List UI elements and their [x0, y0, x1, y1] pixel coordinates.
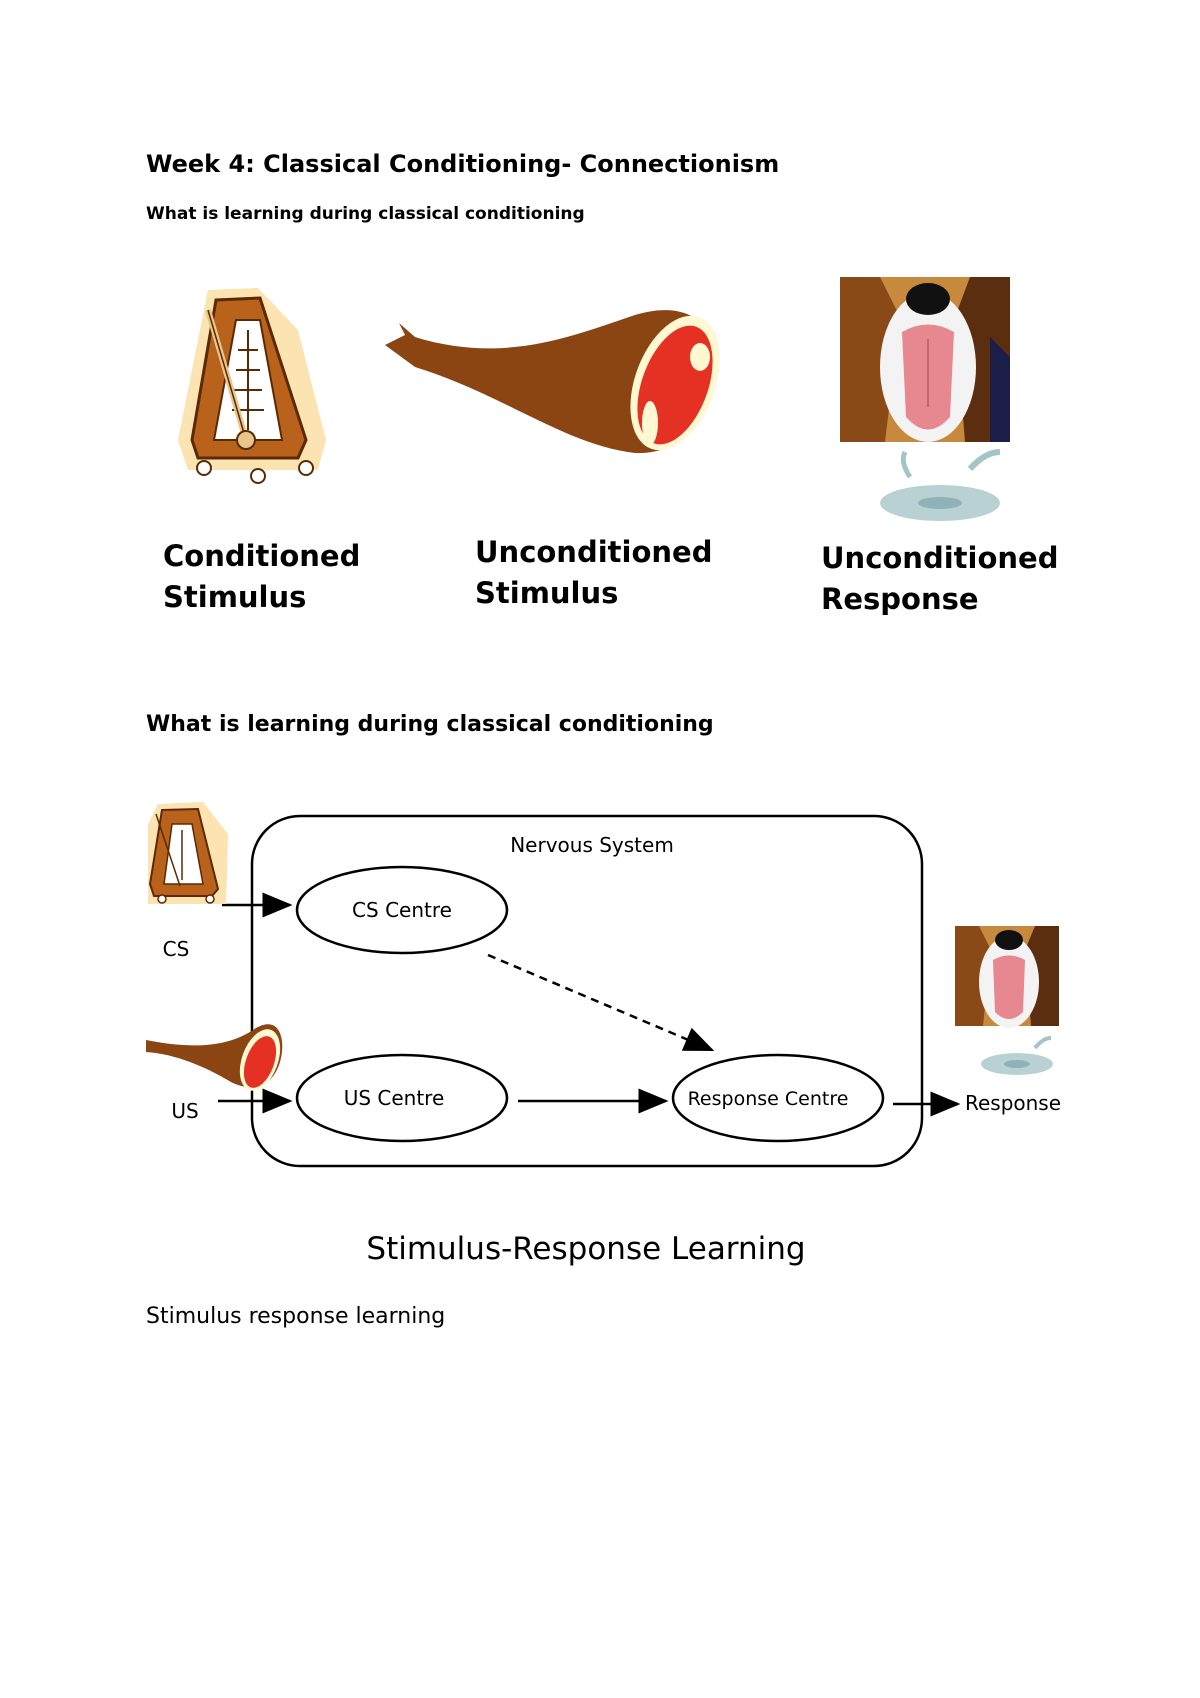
- cs-label-line1: Conditioned: [163, 539, 361, 573]
- response-centre: [671, 1053, 885, 1143]
- us-label-line1: Unconditioned: [475, 535, 713, 569]
- cs-centre-label: CS Centre: [352, 898, 452, 922]
- salivating-dog-icon-small: [955, 926, 1059, 1075]
- meat-icon: [385, 310, 720, 454]
- page-title: Week 4: Classical Conditioning- Connecti…: [146, 150, 780, 178]
- us-centre-label: US Centre: [344, 1086, 445, 1110]
- unconditioned-stimulus-label: Unconditioned Stimulus: [475, 532, 712, 614]
- stimulus-response-diagram: Nervous System CS Centre US Centre Respo…: [146, 802, 1061, 1267]
- us-label-line2: Stimulus: [475, 576, 619, 610]
- body-text: Stimulus response learning: [146, 1304, 446, 1329]
- unconditioned-response-label: Unconditioned Response: [821, 538, 1058, 620]
- metronome-icon-small: [148, 802, 228, 904]
- response-label: Response: [965, 1091, 1061, 1115]
- cs-label-line2: Stimulus: [163, 580, 307, 614]
- ur-label-line1: Unconditioned: [821, 541, 1059, 575]
- stimulus-illustrations: [178, 277, 1010, 521]
- us-centre: [295, 1053, 509, 1143]
- subheading: What is learning during classical condit…: [146, 204, 585, 224]
- salivating-dog-icon: [840, 277, 1010, 521]
- ur-label-line2: Response: [821, 582, 979, 616]
- cs-to-response-dashed-arrow: [487, 953, 715, 1052]
- cs-label: CS: [163, 937, 190, 961]
- us-label: US: [171, 1099, 198, 1123]
- conditioned-stimulus-label: Conditioned Stimulus: [163, 536, 360, 618]
- section2-heading: What is learning during classical condit…: [146, 712, 714, 737]
- response-centre-label: Response Centre: [688, 1088, 849, 1110]
- cs-centre: [295, 865, 509, 955]
- meat-icon-small: [146, 1024, 283, 1091]
- diagram-title: Stimulus-Response Learning: [366, 1231, 805, 1267]
- nervous-system-label: Nervous System: [510, 833, 674, 857]
- metronome-icon: [178, 288, 326, 484]
- nervous-system-box: [250, 814, 924, 1168]
